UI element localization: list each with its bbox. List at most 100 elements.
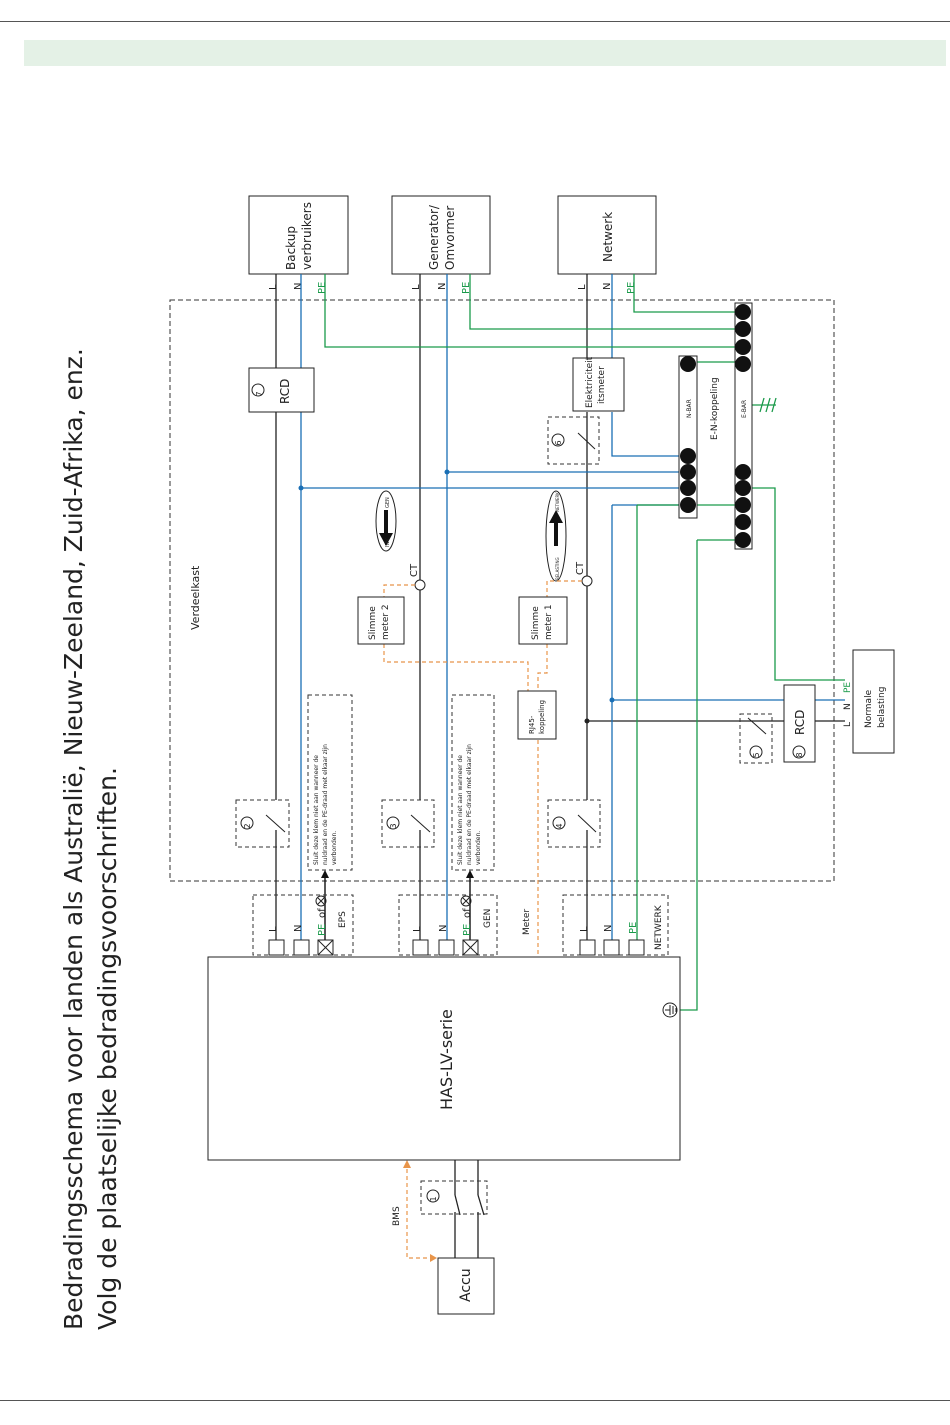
- svg-text:PE: PE: [628, 922, 639, 934]
- svg-text:Sluit deze klem niet aan wanne: Sluit deze klem niet aan wanneer de: [313, 755, 320, 865]
- svg-text:PE: PE: [843, 682, 853, 693]
- svg-text:PE: PE: [626, 282, 637, 294]
- svg-text:belasting: belasting: [877, 687, 887, 728]
- svg-text:7: 7: [255, 391, 264, 396]
- n-bar: N-BAR: [678, 355, 698, 519]
- terminal-group-gen: L N PE of GEN: [398, 894, 498, 956]
- svg-text:PE: PE: [461, 282, 472, 294]
- svg-text:Slimme: Slimme: [368, 606, 378, 640]
- svg-text:verbonden.: verbonden.: [475, 831, 482, 865]
- svg-text:RCD: RCD: [793, 710, 807, 735]
- svg-text:N: N: [843, 703, 853, 710]
- top-rule: [0, 21, 950, 22]
- svg-text:N: N: [293, 925, 304, 932]
- svg-text:Omvormer: Omvormer: [443, 206, 457, 270]
- page-title: Bedradingsschema voor landen als Austral…: [59, 348, 122, 1330]
- battery-box: Accu: [437, 1257, 495, 1315]
- title-line-1: Bedradingsschema voor landen als Austral…: [59, 348, 88, 1330]
- svg-text:verbruikers: verbruikers: [300, 202, 314, 270]
- svg-text:Accu: Accu: [458, 1268, 474, 1302]
- svg-text:4: 4: [555, 823, 564, 828]
- svg-text:of: of: [317, 908, 328, 918]
- inverter-box: HAS-LV-serie: [207, 956, 681, 1161]
- svg-text:nuldraad en de PE-draad met el: nuldraad en de PE-draad met elkaar zijn: [322, 744, 329, 865]
- title-line-2: Volg de plaatselijke bedradingsvoorschri…: [93, 767, 122, 1330]
- svg-text:L: L: [412, 926, 423, 932]
- note-eps: Sluit deze klem niet aan wanneer de nuld…: [307, 694, 353, 871]
- generator-box: Generator/ Omvormer: [391, 195, 491, 275]
- svg-text:nuldraad en de PE-draad met el: nuldraad en de PE-draad met elkaar zijn: [466, 744, 473, 865]
- svg-text:Backup: Backup: [284, 226, 298, 270]
- svg-text:GEN: GEN: [385, 497, 391, 508]
- svg-text:L: L: [411, 284, 422, 290]
- note-pointer-arrows: [324, 875, 471, 940]
- svg-text:6: 6: [554, 440, 563, 445]
- svg-text:L: L: [268, 284, 279, 290]
- svg-text:HAS-LV-serie: HAS-LV-serie: [437, 1009, 456, 1110]
- bms-label: BMS: [392, 1206, 402, 1226]
- svg-text:N-BAR: N-BAR: [686, 399, 693, 418]
- svg-text:INV: INV: [385, 538, 391, 547]
- svg-text:8: 8: [795, 752, 804, 757]
- svg-text:BELASTING: BELASTING: [555, 557, 560, 580]
- distribution-box-label: Verdeelkast: [189, 565, 202, 630]
- svg-text:meter 1: meter 1: [544, 604, 554, 640]
- svg-text:Elektriciteit: Elektriciteit: [585, 356, 595, 408]
- terminal-group-grid: L N PE NETWERK: [562, 894, 669, 956]
- switch-5: 5: [739, 713, 773, 764]
- switch-4: 4: [547, 799, 601, 848]
- svg-text:RCD: RCD: [278, 379, 292, 404]
- smart-meter-2: Slimme meter 2: [357, 596, 405, 645]
- svg-text:PE: PE: [317, 282, 328, 294]
- en-coupling-label: E-N-koppeling: [710, 377, 720, 440]
- svg-text:E-BAR: E-BAR: [741, 400, 748, 418]
- smart-meter-1: Slimme meter 1: [518, 596, 568, 645]
- svg-text:N: N: [293, 283, 304, 290]
- svg-text:5: 5: [752, 752, 761, 757]
- neutral-wires: [300, 274, 845, 940]
- svg-text:2: 2: [243, 823, 252, 828]
- svg-text:verbonden.: verbonden.: [331, 831, 338, 865]
- e-bar: E-BAR: [734, 302, 753, 550]
- svg-text:N: N: [438, 925, 449, 932]
- bms-arrow-tail: [430, 1254, 437, 1262]
- terminal-group-eps: L N PE of EPS: [252, 894, 354, 956]
- communication-wires: [383, 580, 582, 1259]
- svg-text:Sluit deze klem niet aan wanne: Sluit deze klem niet aan wanneer de: [457, 755, 464, 865]
- svg-text:PE: PE: [317, 924, 328, 936]
- svg-text:L: L: [577, 284, 588, 290]
- normal-load-box: Normale belasting L N PE: [843, 649, 895, 754]
- svg-text:GEN: GEN: [483, 909, 493, 928]
- note-arrow-eps: [321, 870, 329, 878]
- ct-sensor-generator: CT: [409, 563, 426, 591]
- svg-text:N: N: [603, 925, 614, 932]
- svg-text:Generator/: Generator/: [427, 204, 441, 270]
- bottom-rule: [0, 1400, 950, 1401]
- svg-text:koppeling: koppeling: [538, 700, 546, 734]
- switch-2: 2: [235, 799, 290, 848]
- distribution-box: [169, 299, 835, 882]
- svg-text:CT: CT: [575, 561, 586, 575]
- svg-text:3: 3: [389, 823, 398, 828]
- svg-text:itsmeter: itsmeter: [597, 366, 607, 404]
- rcd-7: 7 RCD: [248, 367, 315, 413]
- rj45-coupling: RJ45- koppeling: [517, 690, 557, 740]
- grid-box: Netwerk: [557, 195, 657, 275]
- svg-text:L: L: [843, 722, 853, 727]
- svg-text:CT: CT: [409, 563, 420, 577]
- bms-arrow-head: [403, 1160, 411, 1168]
- earth-wires: [324, 274, 845, 1011]
- live-wires: [275, 274, 845, 940]
- junction-dots: [298, 469, 615, 724]
- svg-text:PE: PE: [462, 924, 473, 936]
- load-grid-direction-arrow: BELASTING NETWERK: [545, 490, 567, 582]
- backup-loads-box: Backup verbruikers: [248, 195, 349, 275]
- svg-text:NETWERK: NETWERK: [555, 492, 560, 512]
- header-band: [24, 40, 946, 66]
- top-box-terminal-labels: L N PE L N PE L N PE: [268, 282, 637, 294]
- svg-text:1: 1: [429, 1196, 438, 1201]
- switch-6: 6: [547, 416, 600, 465]
- switch-3: 3: [381, 799, 435, 848]
- inv-gen-direction-arrow: INV GEN: [375, 490, 397, 552]
